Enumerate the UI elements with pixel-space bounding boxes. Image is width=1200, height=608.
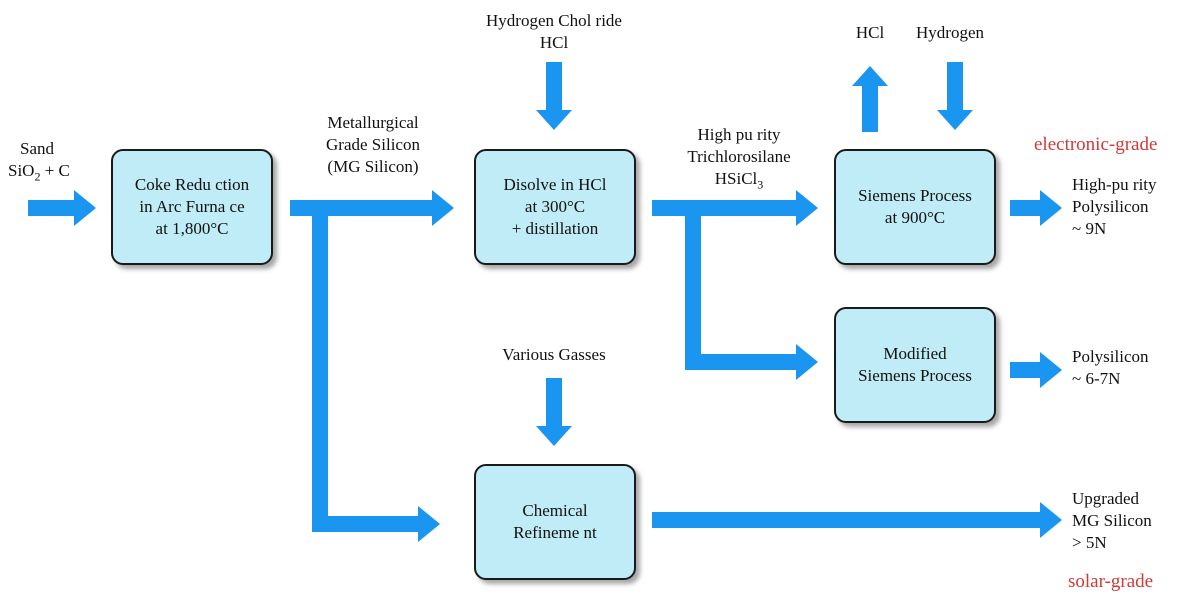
arrow-chemical-out [652, 502, 1062, 538]
siemens-process-box: Siemens Process at 900°C [834, 149, 996, 265]
polysilicon-label: Polysilicon ~ 6-7N [1072, 347, 1149, 388]
dissolve-hcl-box: Disolve in HCl at 300°C + distillation [474, 149, 636, 265]
arrow-dissolve-to-siemens [652, 190, 818, 226]
sand-input-label: Sand SiO2 + C [8, 139, 70, 184]
arrow-various-gasses [536, 378, 572, 446]
arrow-hcl-out [852, 66, 888, 132]
hydrogen-chloride-label: Hydrogen Chol ride HCl [486, 11, 622, 52]
mg-silicon-label: Metallurgical Grade Silicon (MG Silicon) [326, 113, 420, 176]
trichlorosilane-label: High pu rity Trichlorosilane HSiCl3 [687, 125, 791, 192]
arrow-siemens-out [1010, 190, 1062, 226]
electronic-grade-label: electronic-grade [1034, 134, 1158, 155]
arrow-modified-out [1010, 352, 1062, 388]
coke-reduction-box: Coke Redu ction in Arc Furna ce at 1,800… [111, 149, 273, 265]
upgraded-mg-silicon-label: Upgraded MG Silicon > 5N [1072, 489, 1152, 552]
arrow-coke-to-dissolve [290, 190, 454, 226]
high-purity-polysilicon-label: High-pu rity Polysilicon ~ 9N [1072, 175, 1157, 238]
arrow-tcs-to-modified [685, 208, 818, 380]
solar-grade-label: solar-grade [1068, 571, 1154, 592]
arrow-hcl-in [536, 62, 572, 130]
hcl-output-label: HCl [855, 23, 885, 42]
various-gasses-label: Various Gasses [502, 345, 606, 364]
chemical-refinement-box: Chemical Refineme nt [474, 464, 636, 580]
hydrogen-input-label: Hydrogen [916, 23, 984, 42]
arrow-mg-to-chemical [312, 208, 440, 542]
arrow-hydrogen-in [937, 62, 973, 130]
modified-siemens-box: Modified Siemens Process [834, 307, 996, 423]
arrow-sand-to-coke [28, 190, 96, 226]
